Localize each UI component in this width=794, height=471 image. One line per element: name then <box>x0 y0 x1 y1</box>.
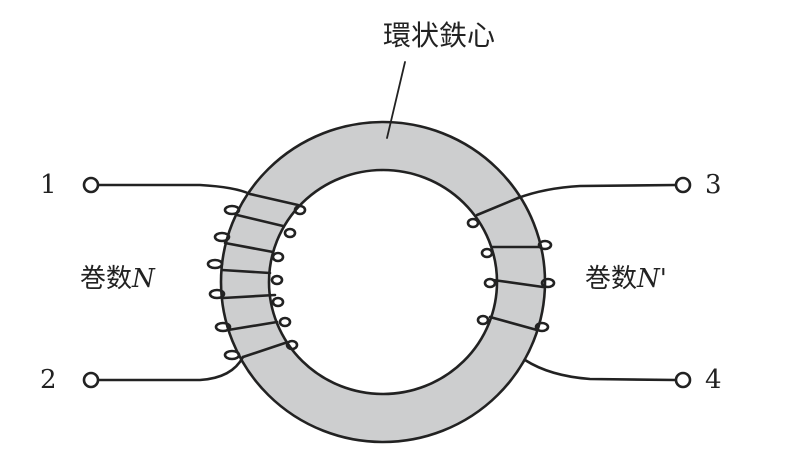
left-winding-label: 巻数N <box>80 266 155 292</box>
terminal-4 <box>674 371 692 389</box>
right-winding <box>466 196 556 333</box>
left-winding-prefix: 巻数 <box>80 264 133 294</box>
right-winding-label: 巻数N' <box>585 266 667 292</box>
terminal-label-3: 3 <box>705 170 722 200</box>
terminal-label-1: 1 <box>40 170 57 200</box>
wire-1 <box>96 183 252 196</box>
terminal-3 <box>674 176 692 194</box>
right-winding-prefix: 巻数 <box>585 264 638 294</box>
terminal-2 <box>82 371 100 389</box>
left-winding <box>206 192 307 361</box>
core-label: 環状鉄心 <box>383 19 496 52</box>
core-ring <box>219 120 547 444</box>
terminal-1 <box>82 176 100 194</box>
wire-3 <box>516 183 678 200</box>
terminal-label-4: 4 <box>705 365 722 395</box>
left-winding-symbol: N <box>132 264 155 294</box>
wire-4 <box>523 358 678 382</box>
right-winding-symbol: N' <box>637 264 667 294</box>
terminal-label-2: 2 <box>40 365 57 395</box>
label-leader-line <box>386 61 406 139</box>
wire-2 <box>96 355 245 382</box>
